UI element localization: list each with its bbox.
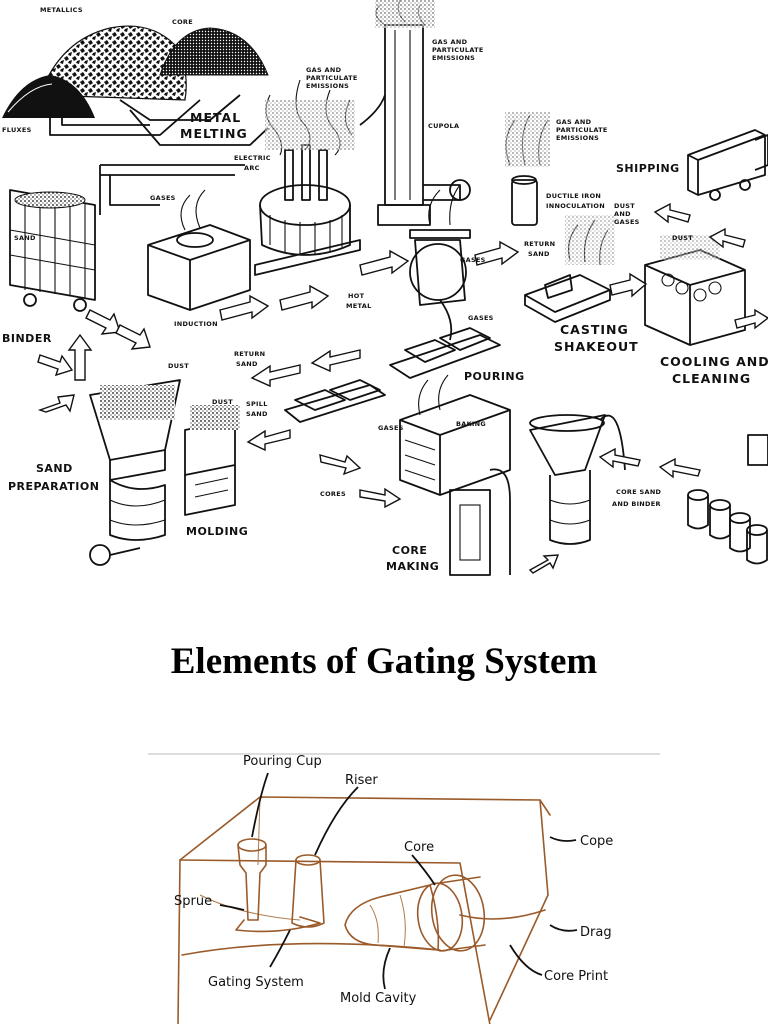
label-spill-sand-1: SPILL [246, 400, 268, 408]
label-gas-1c: EMISSIONS [306, 82, 349, 90]
label-gas-1b: PARTICULATE [306, 74, 358, 82]
label-gas-3c: EMISSIONS [556, 134, 599, 142]
gating-system-sketch: Pouring Cup Riser Core Cope Sprue Drag G… [148, 753, 660, 1024]
mold-cavity-core [344, 874, 486, 952]
label-riser: Riser [345, 773, 378, 788]
label-cores: CORES [320, 490, 346, 498]
label-baking: BAKING [456, 420, 486, 428]
label-cope: Cope [580, 834, 613, 849]
pouring-cup-sprue [235, 838, 321, 933]
label-dust-cooling: DUST [672, 234, 693, 242]
label-gas-3a: GAS AND [556, 118, 592, 126]
label-gases-baking: GASES [378, 424, 404, 432]
baking-oven [399, 374, 511, 496]
label-core-print: Core Print [544, 969, 608, 984]
label-cooling-cleaning-1: COOLING AND [660, 354, 768, 369]
sand-railcar [9, 189, 96, 312]
cooling-cleaning-machine [644, 235, 746, 346]
induction-furnace [147, 189, 251, 311]
label-casting-shakeout-2: SHAKEOUT [554, 339, 639, 354]
label-induction: INDUCTION [174, 320, 218, 328]
label-drag: Drag [580, 925, 612, 940]
label-metal-melting-1: METAL [190, 110, 241, 125]
label-sprue: Sprue [174, 894, 212, 909]
pouring-ladle [409, 184, 471, 341]
casting-shakeout [524, 215, 615, 323]
label-cooling-cleaning-2: CLEANING [672, 371, 751, 386]
label-binder: BINDER [2, 332, 52, 345]
fluxes-pile [2, 75, 95, 118]
label-ductile-2: INNOCULATION [546, 202, 605, 210]
foundry-process-diagram: METALLICS CORE FLUXES METAL MELTING GAS … [2, 0, 768, 576]
label-gas-3b: PARTICULATE [556, 126, 608, 134]
label-dust-molding: DUST [212, 398, 233, 406]
label-hot-metal-2: METAL [346, 302, 372, 310]
label-fluxes: FLUXES [2, 126, 32, 134]
slide-title: Elements of Gating System [170, 641, 598, 682]
label-hot-metal-1: HOT [348, 292, 365, 300]
label-core: CORE [172, 18, 193, 26]
label-electric-2: ARC [244, 164, 260, 172]
cupola-furnace [359, 0, 471, 226]
core-pile [159, 27, 269, 76]
label-return-sand-top-2: SAND [528, 250, 550, 258]
label-gas-2c: EMISSIONS [432, 54, 475, 62]
core-sand-hopper [529, 414, 626, 545]
label-return-sand-mid-1: RETURN [234, 350, 265, 358]
core-making-machine [449, 468, 511, 576]
riser [291, 854, 325, 928]
label-dust-gases-2: AND [614, 210, 631, 218]
label-core-making-1: CORE [392, 544, 427, 557]
label-gases-induction: GASES [150, 194, 176, 202]
label-shipping: SHIPPING [616, 162, 680, 175]
electric-arc-furnace [254, 79, 361, 276]
sand-preparation-mixer [89, 379, 181, 566]
leader-lines [219, 772, 578, 990]
label-core-sand-binder-2: AND BINDER [612, 500, 661, 508]
label-dust-gases-3: GASES [614, 218, 640, 226]
label-electric-1: ELECTRIC [234, 154, 271, 162]
label-dust-gases-1: DUST [614, 202, 635, 210]
label-spill-sand-2: SAND [246, 410, 268, 418]
ductile-iron-station [505, 112, 550, 226]
label-sand-preparation-2: PREPARATION [8, 480, 99, 493]
label-return-sand-top-1: RETURN [524, 240, 555, 248]
label-gases-pouring: GASES [460, 256, 486, 264]
label-molding: MOLDING [186, 525, 248, 538]
molding-machine [184, 405, 240, 516]
label-cupola: CUPOLA [428, 122, 459, 130]
label-core-gating: Core [404, 840, 434, 855]
label-casting-shakeout-1: CASTING [560, 322, 629, 337]
label-core-sand-binder-1: CORE SAND [616, 488, 662, 496]
label-pouring-cup: Pouring Cup [243, 754, 322, 769]
label-return-sand-mid-2: SAND [236, 360, 258, 368]
pouring-molds [284, 327, 501, 423]
shipping-truck [687, 129, 768, 201]
label-mold-cavity: Mold Cavity [340, 991, 417, 1006]
label-gating-system: Gating System [208, 975, 304, 990]
label-sand: SAND [14, 234, 36, 242]
label-gas-1a: GAS AND [306, 66, 342, 74]
binder-drums [687, 434, 768, 565]
label-gases-near-pouring: GASES [468, 314, 494, 322]
label-gas-2a: GAS AND [432, 38, 468, 46]
label-ductile-1: DUCTILE IRON [546, 192, 601, 200]
label-dust-sandprep: DUST [168, 362, 189, 370]
label-core-making-2: MAKING [386, 560, 439, 573]
label-sand-preparation-1: SAND [36, 462, 73, 475]
label-gas-2b: PARTICULATE [432, 46, 484, 54]
label-metal-melting-2: MELTING [180, 126, 248, 141]
flow-arrows [37, 202, 768, 574]
label-pouring: POURING [464, 370, 525, 383]
label-metallics: METALLICS [40, 6, 83, 14]
